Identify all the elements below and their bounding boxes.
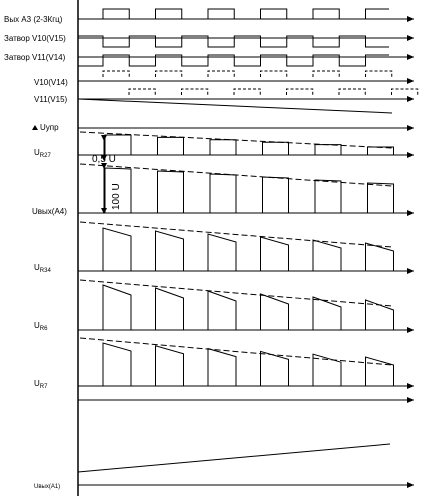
wave-gate-v11 <box>78 54 389 67</box>
wave-ur34 <box>102 227 394 271</box>
label-ur27: UR27 <box>34 148 51 159</box>
label-v10: V10(V14) <box>34 78 68 87</box>
label-uout-a4: Uвых(А4) <box>32 207 67 216</box>
label-uupr: Uупр <box>40 123 59 132</box>
label-uout-a1: Uвых(А1) <box>34 484 60 490</box>
wave-ur27-envelope <box>79 131 393 149</box>
label-ur7: UR7 <box>34 379 48 390</box>
wave-ur27 <box>104 134 394 155</box>
wave-out-a3 <box>78 8 389 20</box>
wave-ur6-envelope <box>79 279 393 307</box>
wave-ur34-envelope <box>79 221 393 248</box>
wave-v10 <box>102 70 393 77</box>
wave-uout-a4-envelope <box>79 163 393 187</box>
uupr-arrow-icon <box>32 125 38 130</box>
label-ur6: UR6 <box>34 321 48 332</box>
wave-ur7 <box>102 342 394 386</box>
label-ur34: UR34 <box>34 263 51 274</box>
ramp-uout-a1 <box>77 443 391 473</box>
label-gate-v10: Затвор V10(V15) <box>4 34 66 43</box>
label-gate-v11: Затвор V11(V14) <box>4 53 66 62</box>
wave-ur7-envelope <box>79 337 393 366</box>
label-out-a3: Вых А3 (2-3Кгц) <box>4 15 63 24</box>
annotation-half-u: 0,5 U <box>92 154 116 165</box>
wave-v11 <box>128 88 419 95</box>
annotation-hundred-u: 100 U <box>111 183 122 210</box>
wave-uout-a4 <box>104 167 394 213</box>
signal-waveforms <box>77 8 419 473</box>
ramp-v11 <box>77 98 393 114</box>
wave-ur6 <box>102 284 394 330</box>
time-axes <box>77 0 414 496</box>
label-v11: V11(V15) <box>34 95 68 104</box>
wave-gate-v10 <box>78 35 389 48</box>
